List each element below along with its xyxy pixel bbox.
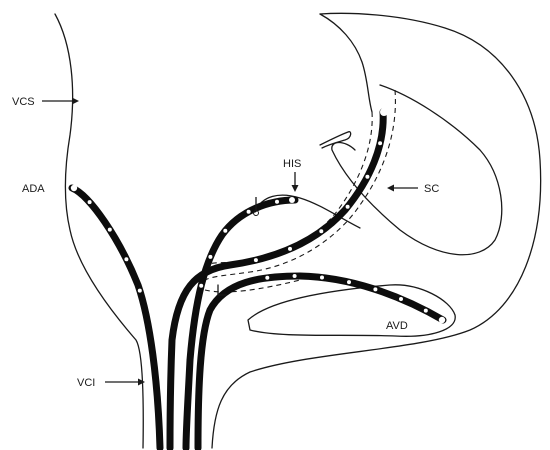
avd-tip-electrode <box>439 317 445 323</box>
avd-electrode <box>293 274 297 278</box>
sc-electrode <box>346 205 350 209</box>
his-tip-electrode <box>289 197 295 203</box>
label-vcs: VCS <box>12 96 35 108</box>
sc-electrode <box>254 258 258 262</box>
ada-electrode <box>88 200 92 204</box>
avd-electrode <box>265 276 269 280</box>
his-electrode <box>199 284 203 288</box>
avd-electrode <box>399 297 403 301</box>
heart-outline-left <box>55 14 143 448</box>
sc-electrode <box>365 175 369 179</box>
sc-electrode <box>319 229 323 233</box>
ada-electrode <box>108 228 112 232</box>
sc-electrode <box>378 141 382 145</box>
his-electrode <box>223 229 227 233</box>
avd-electrode <box>320 276 324 280</box>
sc-tip-electrode <box>380 108 388 116</box>
label-vci: VCI <box>77 377 95 389</box>
avd-catheter <box>198 276 443 448</box>
sc-electrode <box>288 247 292 251</box>
vessel-outline-right <box>212 13 541 448</box>
his-electrode <box>247 210 251 214</box>
right-atrium-top <box>320 14 372 112</box>
label-sc: SC <box>424 183 439 195</box>
his-electrode <box>208 255 212 259</box>
ada-electrode <box>138 289 142 293</box>
label-avd: AVD <box>386 320 408 332</box>
septum-dashed-inner <box>208 112 372 264</box>
ada-electrode <box>124 257 128 261</box>
avd-electrode <box>424 309 428 313</box>
vci-arrow <box>105 379 145 386</box>
sc-arrow <box>387 185 418 192</box>
ada-tip-electrode <box>71 185 77 191</box>
ada-catheter <box>72 188 160 448</box>
his-electrode <box>275 200 279 204</box>
septum-dashed-outer <box>205 90 395 280</box>
right-ventricle-cavity <box>332 85 502 255</box>
label-his: HIS <box>283 158 301 170</box>
avd-electrode <box>373 287 377 291</box>
avd-electrode <box>347 280 351 284</box>
his-arrow <box>292 172 299 192</box>
vcs-arrow <box>42 98 79 105</box>
label-ada: ADA <box>22 183 45 195</box>
his-catheter <box>186 200 295 448</box>
tricuspid-leaflet <box>320 132 351 148</box>
